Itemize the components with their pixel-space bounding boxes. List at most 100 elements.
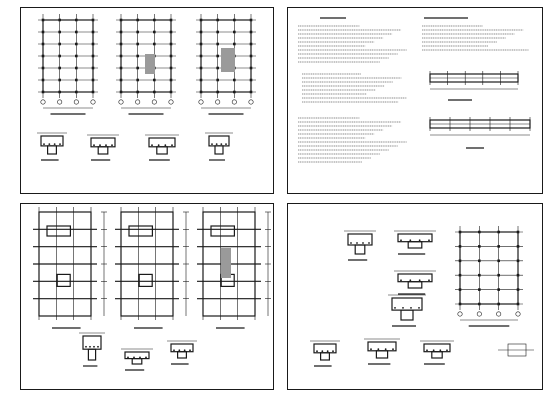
column-mark [75, 18, 78, 22]
column-mark [516, 273, 520, 277]
column-mark [136, 78, 139, 82]
rebar-dot [173, 349, 175, 352]
column-mark [497, 273, 500, 277]
column-mark [249, 42, 253, 46]
wall-opening [46, 225, 71, 237]
rebar-dot [145, 356, 147, 359]
section-stem [400, 309, 414, 321]
axis-bubble [457, 311, 463, 317]
column-mark [233, 30, 236, 34]
section-detail-3 [145, 134, 179, 161]
rebar-dot [93, 345, 95, 348]
axis-bubble [118, 99, 124, 105]
column-mark [497, 230, 500, 234]
column-mark [58, 78, 61, 82]
column-mark [153, 78, 156, 82]
column-mark [497, 245, 500, 248]
rebar-dot [426, 349, 428, 352]
wall-opening [128, 225, 153, 237]
column-mark [478, 288, 481, 291]
column-mark [136, 54, 139, 58]
section-detail-14 [420, 340, 454, 365]
rebar-dot [418, 307, 420, 309]
rebar-dot [432, 349, 435, 352]
column-mark [41, 18, 45, 22]
section-beam [391, 297, 423, 311]
column-mark [153, 30, 156, 34]
wall-elevation-3 [197, 207, 271, 329]
beam-elevation-1 [429, 71, 519, 90]
section-stem [87, 348, 97, 361]
rebar-dot [171, 144, 173, 147]
column-mark [41, 90, 45, 94]
beam-elevation-2 [429, 117, 531, 136]
column-mark [91, 42, 95, 46]
column-mark [216, 42, 219, 46]
column-mark [199, 54, 203, 58]
column-mark [516, 245, 520, 248]
column-mark [233, 90, 236, 94]
rebar-dot [368, 242, 370, 244]
column-mark [458, 259, 462, 263]
column-mark [58, 66, 61, 70]
column-mark [169, 18, 173, 22]
column-mark [497, 288, 500, 291]
column-mark [119, 78, 123, 82]
section-stem [407, 281, 423, 289]
wall-elevation-1 [33, 207, 107, 329]
column-mark [216, 66, 219, 70]
column-mark [75, 78, 78, 82]
section-detail-10 [394, 270, 436, 295]
section-stem [354, 244, 366, 255]
column-mark [478, 259, 481, 263]
column-mark [75, 54, 78, 58]
column-mark [58, 42, 61, 46]
rebar-dot [133, 356, 135, 359]
section-detail-9 [394, 230, 436, 255]
rebar-dot [356, 242, 358, 244]
section-stem [214, 145, 224, 155]
column-mark [458, 230, 462, 234]
section-detail-1 [37, 132, 67, 161]
column-mark [58, 90, 61, 94]
section-stem [319, 352, 330, 361]
column-mark [58, 18, 61, 22]
rebar-dot [428, 279, 430, 282]
section-stem [407, 241, 423, 249]
column-mark [233, 42, 236, 46]
column-mark [199, 18, 203, 22]
rebar-dot [362, 242, 364, 244]
column-mark [249, 90, 253, 94]
axis-bubble [248, 99, 254, 105]
column-mark [41, 78, 45, 82]
rebar-dot [105, 144, 107, 147]
rebar-dot [332, 350, 334, 353]
rebar-dot [53, 143, 56, 146]
floor-plan-1 [38, 14, 98, 115]
column-mark [119, 18, 123, 22]
column-mark [199, 66, 203, 70]
column-mark [91, 30, 95, 34]
wall-opening [210, 225, 235, 237]
section-stem [131, 358, 143, 365]
rebar-dot [394, 307, 396, 309]
rebar-dot [48, 143, 51, 146]
column-mark [91, 78, 95, 82]
column-mark [119, 90, 123, 94]
column-mark [458, 245, 462, 248]
column-mark [136, 18, 139, 22]
structural-details-sheet [287, 203, 543, 390]
general-notes-sheet [287, 7, 543, 194]
structural-details-drawing [310, 226, 534, 367]
rebar-dot [439, 349, 442, 352]
rebar-dot [316, 350, 318, 353]
column-mark [516, 230, 520, 234]
column-mark [216, 18, 219, 22]
rebar-dot [400, 279, 402, 282]
column-mark [169, 30, 173, 34]
wall-elevation-sheet [20, 203, 274, 390]
stair-hatch [145, 54, 155, 74]
axis-bubble [151, 99, 157, 105]
column-mark [249, 66, 253, 70]
column-mark [249, 30, 253, 34]
